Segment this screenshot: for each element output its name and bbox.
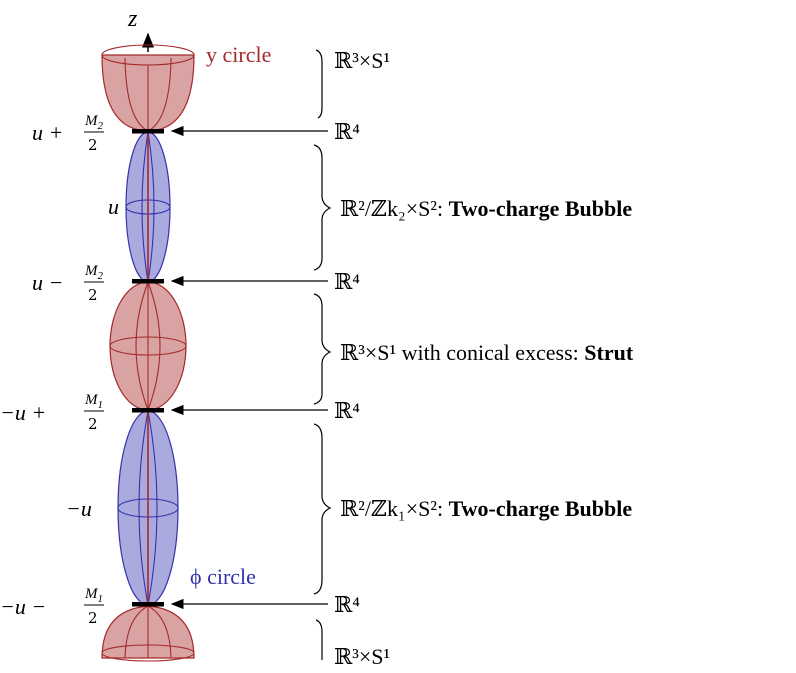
- upper-bubble: [125, 131, 171, 283]
- rod-markers: [132, 129, 164, 607]
- arrow-1: ℝ⁴: [170, 119, 360, 144]
- lower-bubble-center-label: −u: [66, 496, 92, 521]
- svg-text:2: 2: [88, 609, 98, 627]
- phi-circle-label: ϕ circle: [190, 564, 256, 589]
- arrow-3: ℝ⁴: [170, 398, 360, 423]
- svg-text:−u +: −u +: [0, 400, 46, 425]
- svg-text:u +: u +: [32, 120, 63, 145]
- bottom-red-cap: [101, 605, 195, 662]
- svg-text:M1: M1: [84, 392, 103, 411]
- upper-bubble-center-label: u: [108, 194, 119, 219]
- strut-red-ellipsoid: [109, 281, 187, 411]
- rod-label-3: −u + M1 2: [0, 392, 104, 433]
- region-label-bubble1: ℝ²/ℤk₁×S²: Two-charge Bubble: [340, 496, 632, 521]
- svg-text:M2: M2: [84, 113, 104, 132]
- region-label-bubble2: ℝ²/ℤk₂×S²: Two-charge Bubble: [340, 196, 632, 221]
- arrow-2: ℝ⁴: [170, 269, 360, 294]
- svg-text:2: 2: [88, 286, 98, 304]
- region-label-top: ℝ³×S¹: [334, 48, 390, 73]
- brace-bubble2: [313, 144, 332, 271]
- arrow-target-1: ℝ⁴: [334, 119, 360, 144]
- arrow-target-2: ℝ⁴: [334, 269, 360, 294]
- region-label-strut: ℝ³×S¹ with conical excess: Strut: [340, 340, 634, 365]
- brace-bubble1: [313, 423, 332, 595]
- svg-text:M2: M2: [84, 263, 104, 282]
- z-axis: z: [127, 6, 154, 52]
- arrow-4: ℝ⁴: [170, 592, 360, 617]
- brace-strut: [313, 293, 332, 405]
- rod-label-1: u + M2 2: [32, 113, 104, 154]
- brace-top: [315, 49, 323, 119]
- rod-marker-4: [132, 602, 164, 607]
- svg-text:M1: M1: [84, 586, 103, 605]
- rod-marker-2: [132, 279, 164, 284]
- top-red-cap: [101, 44, 195, 132]
- z-axis-label: z: [127, 6, 138, 32]
- region-label-bottom: ℝ³×S¹: [334, 644, 390, 669]
- arrow-target-3: ℝ⁴: [334, 398, 360, 423]
- rod-marker-3: [132, 408, 164, 413]
- svg-text:2: 2: [88, 415, 98, 433]
- svg-text:u −: u −: [32, 270, 63, 295]
- lower-bubble: [117, 410, 179, 606]
- arrow-target-4: ℝ⁴: [334, 592, 360, 617]
- rod-marker-1: [132, 129, 164, 134]
- svg-text:−u −: −u −: [0, 594, 46, 619]
- y-circle-label: y circle: [206, 42, 271, 67]
- svg-text:2: 2: [88, 136, 98, 154]
- brace-bottom: [315, 619, 323, 660]
- rod-label-2: u − M2 2: [32, 263, 104, 304]
- rod-label-4: −u − M1 2: [0, 586, 104, 627]
